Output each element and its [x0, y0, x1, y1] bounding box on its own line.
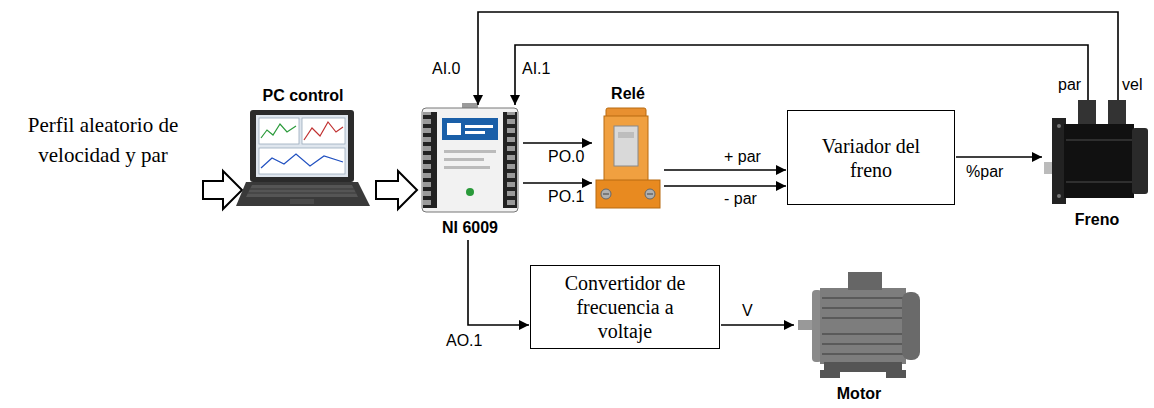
laptop-illustration [236, 110, 370, 206]
signal-label: PO.0 [548, 148, 584, 166]
relay-illustration [596, 108, 660, 208]
process-box: Variador del freno [787, 110, 955, 205]
device-label: PC control [232, 86, 374, 106]
connector [473, 12, 1118, 105]
connector [523, 178, 592, 188]
connector-line [523, 182, 592, 184]
connector-line [721, 324, 794, 326]
signal-label: + par [724, 148, 761, 166]
device-node: PC control [232, 86, 374, 208]
signal-label: %par [966, 163, 1003, 181]
connector [376, 171, 417, 209]
device-label: Motor [796, 384, 922, 404]
process-box: Convertidor de frecuencia a voltaje [530, 265, 720, 349]
connector [664, 165, 786, 175]
connector [956, 152, 1042, 162]
arrow-head [784, 320, 794, 330]
arrow-head [582, 138, 592, 148]
daq-illustration [422, 103, 518, 212]
arrow-head [473, 95, 483, 105]
signal-name: AI.0 [432, 60, 460, 78]
signal-label: par [1058, 76, 1081, 94]
connector [664, 181, 786, 191]
arrow-head [776, 181, 786, 191]
connector-line [523, 142, 592, 144]
device-node: Freno [1044, 100, 1150, 230]
signal-name: AI.1 [522, 60, 550, 78]
signal-label: PO.1 [548, 188, 584, 206]
signal-label: - par [724, 190, 757, 208]
connector-line [478, 12, 1118, 105]
device-label: Freno [1044, 210, 1150, 230]
connector-line [664, 169, 786, 171]
signal-label: vel [1122, 76, 1142, 94]
input-profile-text: Perfil aleatorio de velocidad y par [22, 110, 184, 171]
device-label: Relé [594, 84, 662, 104]
connector [510, 45, 1088, 105]
motor-illustration [798, 272, 920, 378]
hollow-arrow [203, 171, 242, 209]
arrow-head [510, 95, 520, 105]
connector-line [468, 240, 529, 325]
signal-label: AO.1 [446, 332, 482, 350]
connector-line [515, 45, 1088, 105]
device-label: NI 6009 [420, 218, 520, 238]
connector [721, 320, 794, 330]
connector [523, 138, 592, 148]
hollow-arrow [376, 171, 417, 209]
connector-line [956, 156, 1042, 158]
device-node: Motor [796, 268, 922, 404]
box-text: Convertidor de frecuencia a voltaje [550, 271, 700, 343]
device-node: NI 6009 [420, 106, 520, 238]
connector-line [664, 185, 786, 187]
arrow-head [582, 178, 592, 188]
brake-illustration [1044, 100, 1148, 204]
box-text: Variador del freno [806, 134, 936, 182]
signal-label: V [742, 302, 753, 320]
arrow-head [519, 320, 529, 330]
arrow-head [1032, 152, 1042, 162]
arrow-head [776, 165, 786, 175]
connector [468, 240, 529, 330]
device-node: Relé [594, 84, 662, 210]
